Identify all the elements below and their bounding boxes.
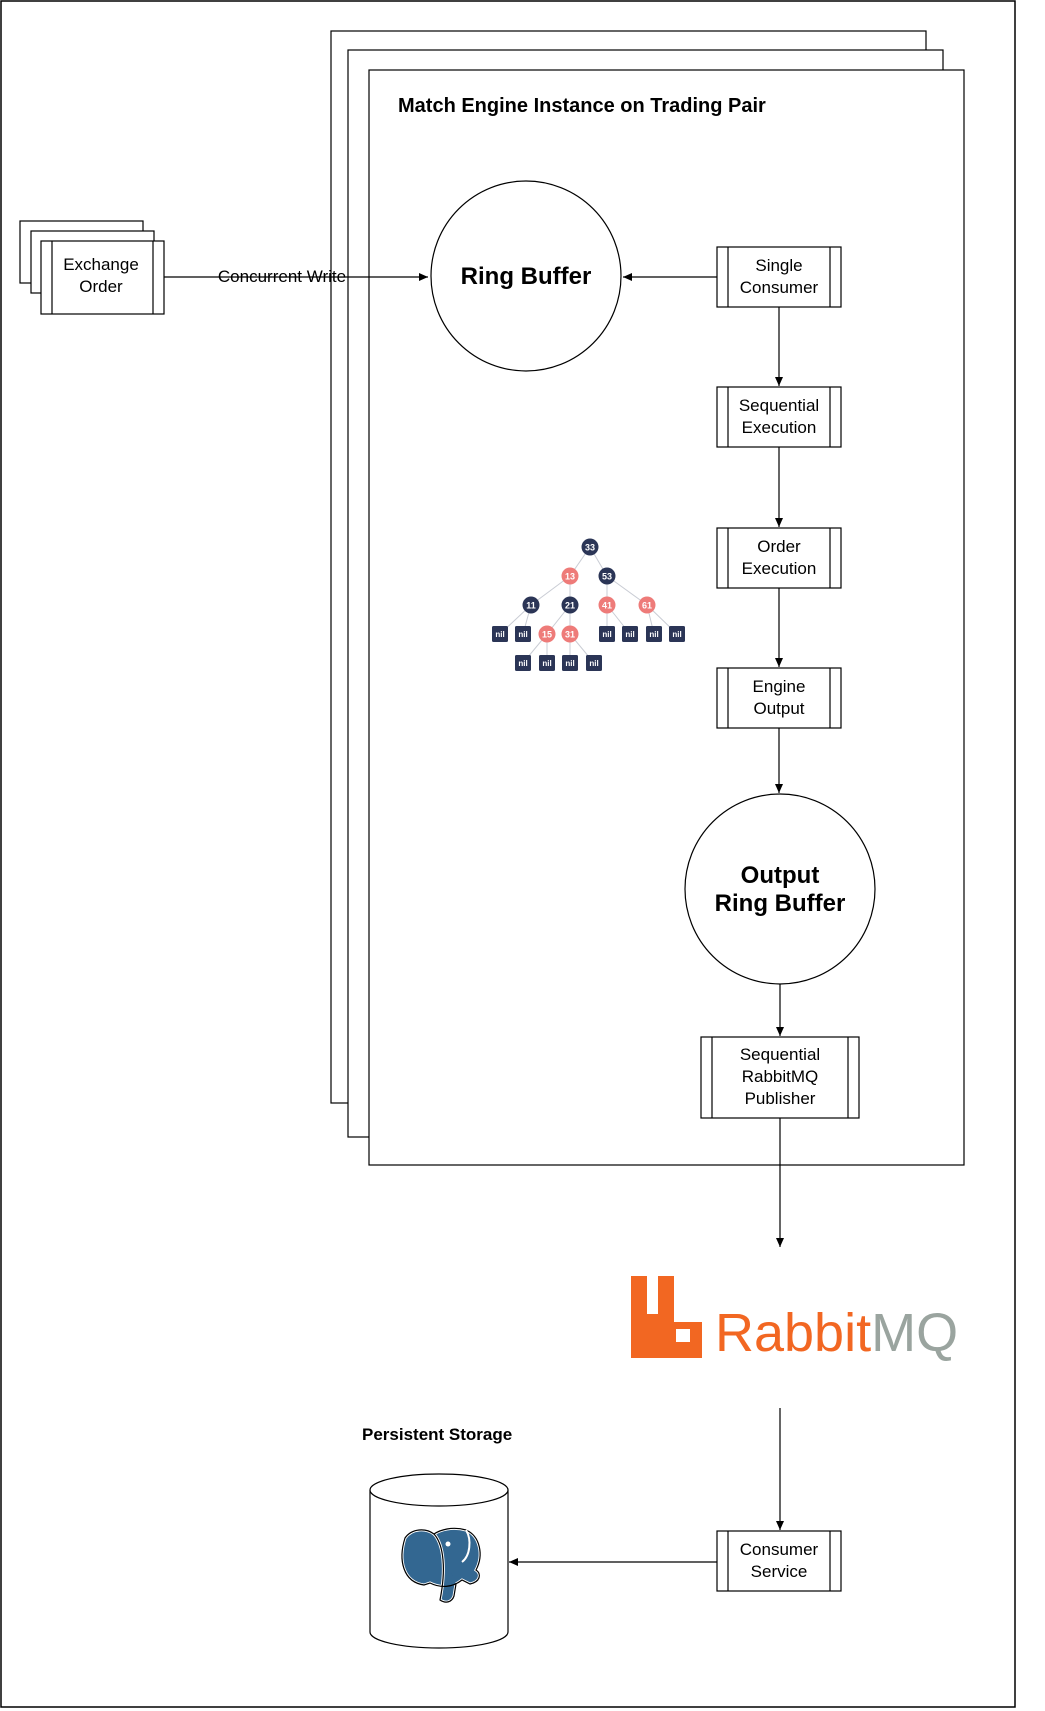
- rabbitmq-logo-word-mq: MQ: [871, 1303, 958, 1363]
- postgresql-elephant-icon: [400, 1526, 482, 1604]
- tree-node-41: [598, 596, 616, 614]
- tree-nil-leaf: [599, 626, 615, 642]
- engine-output-label-line2: Output: [753, 699, 804, 718]
- tree-nil-leaf: [586, 655, 602, 671]
- output-ring-buffer-label-line2: Ring Buffer: [715, 890, 846, 917]
- tree-nil-label: nil: [589, 659, 598, 668]
- sequential-execution-process[interactable]: Sequential Execution: [716, 386, 842, 448]
- single-consumer-process[interactable]: Single Consumer: [716, 246, 842, 308]
- concurrent-write-label: Concurrent Write: [218, 267, 346, 286]
- consumer-service-label-line1: Consumer: [740, 1540, 819, 1559]
- tree-node-33: [581, 538, 599, 556]
- ring-buffer-label: Ring Buffer: [461, 263, 592, 290]
- tree-node-label: 11: [526, 601, 536, 611]
- engine-output-process[interactable]: Engine Output: [716, 667, 842, 729]
- engine-output-label-line1: Engine: [753, 677, 806, 696]
- tree-node-53: [598, 567, 616, 585]
- tree-node-label: 15: [542, 630, 552, 640]
- order-execution-label-line2: Execution: [742, 559, 817, 578]
- tree-node-31: [561, 625, 579, 643]
- rabbitmq-publisher-process[interactable]: Sequential RabbitMQ Publisher: [700, 1036, 860, 1119]
- tree-node-11: [522, 596, 540, 614]
- rabbitmq-logo-icon: [631, 1276, 702, 1358]
- tree-nil-leaf: [515, 655, 531, 671]
- consumer-service-label-line2: Service: [751, 1562, 808, 1581]
- rabbitmq-publisher-label-line2: RabbitMQ: [742, 1067, 819, 1086]
- exchange-order-label-line2: Order: [79, 277, 123, 296]
- single-consumer-label-line1: Single: [755, 256, 802, 275]
- exchange-order-label-line1: Exchange: [63, 255, 139, 274]
- tree-nil-label: nil: [495, 630, 504, 639]
- tree-nil-leaf: [539, 655, 555, 671]
- tree-nil-leaf: [646, 626, 662, 642]
- tree-nil-label: nil: [602, 630, 611, 639]
- tree-nil-leaf: [492, 626, 508, 642]
- tree-nil-label: nil: [518, 659, 527, 668]
- tree-nil-label: nil: [625, 630, 634, 639]
- tree-node-label: 21: [565, 601, 575, 611]
- tree-nil-leaf: [562, 655, 578, 671]
- tree-nil-leaf: [622, 626, 638, 642]
- tree-node-15: [538, 625, 556, 643]
- tree-nil-label: nil: [565, 659, 574, 668]
- tree-node-label: 41: [602, 601, 612, 611]
- rabbitmq-logo: RabbitMQ: [631, 1276, 958, 1363]
- tree-nil-label: nil: [672, 630, 681, 639]
- tree-node-label: 31: [565, 630, 575, 640]
- exchange-order-process[interactable]: Exchange Order: [40, 240, 165, 315]
- sequential-execution-label-line2: Execution: [742, 418, 817, 437]
- tree-nil-label: nil: [518, 630, 527, 639]
- tree-nil-leaf: [515, 626, 531, 642]
- order-execution-label-line1: Order: [757, 537, 801, 556]
- tree-node-label: 33: [585, 543, 595, 553]
- rabbitmq-logo-notch: [676, 1329, 690, 1342]
- sequential-execution-label-line1: Sequential: [739, 396, 819, 415]
- single-consumer-label-line2: Consumer: [740, 278, 819, 297]
- instance-title: Match Engine Instance on Trading Pair: [398, 95, 766, 117]
- tree-node-21: [561, 596, 579, 614]
- persistent-storage-label: Persistent Storage: [362, 1425, 512, 1444]
- red-black-tree-illustration: 33 13 53 11 21 41 61 15 31 nil nil nil nil nil nil nil n…: [492, 538, 685, 671]
- svg-text:RabbitMQ: RabbitMQ: [715, 1303, 958, 1363]
- tree-node-61: [638, 596, 656, 614]
- rabbitmq-publisher-label-line1: Sequential: [740, 1045, 820, 1064]
- output-ring-buffer-node[interactable]: Output Ring Buffer: [684, 793, 876, 985]
- rabbitmq-publisher-label-line3: Publisher: [745, 1089, 816, 1108]
- tree-node-label: 53: [602, 572, 612, 582]
- tree-node-label: 13: [565, 572, 575, 582]
- tree-nil-label: nil: [649, 630, 658, 639]
- output-ring-buffer-label-line1: Output: [741, 862, 820, 889]
- tree-nil-leaf: [669, 626, 685, 642]
- order-execution-process[interactable]: Order Execution: [716, 527, 842, 589]
- consumer-service-process[interactable]: Consumer Service: [716, 1530, 842, 1592]
- page-frame: [0, 0, 1016, 1708]
- tree-nil-label: nil: [542, 659, 551, 668]
- tree-node-13: [561, 567, 579, 585]
- tree-node-label: 61: [642, 601, 652, 611]
- rabbitmq-logo-word-rabbit: Rabbit: [715, 1303, 871, 1363]
- ring-buffer-node[interactable]: Ring Buffer: [430, 180, 622, 372]
